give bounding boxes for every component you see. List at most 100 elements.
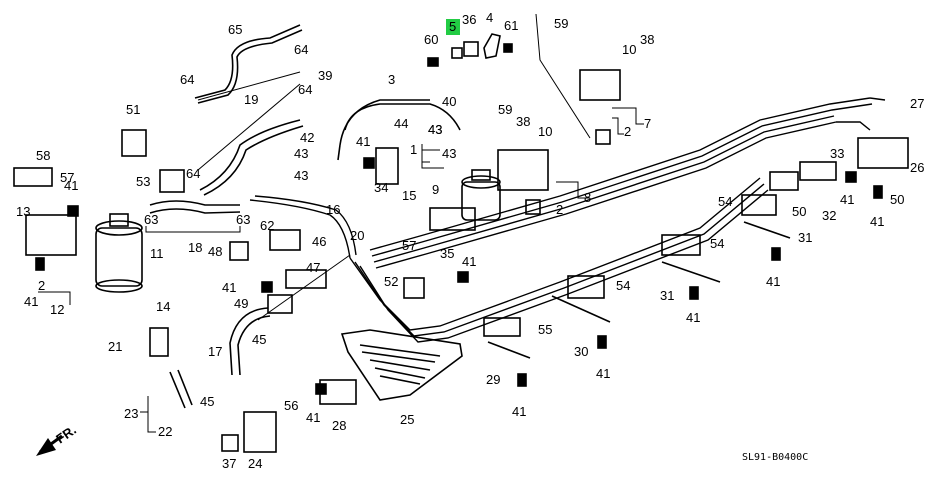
callout-60[interactable]: 60 (424, 32, 438, 47)
callout-63[interactable]: 63 (144, 212, 158, 227)
callout-43[interactable]: 43 (428, 122, 442, 137)
callout-10[interactable]: 10 (622, 42, 636, 57)
fuel-filter-1 (461, 169, 501, 221)
callout-58[interactable]: 58 (36, 148, 50, 163)
callout-12[interactable]: 12 (50, 302, 64, 317)
callout-10[interactable]: 10 (538, 124, 552, 139)
callout-22[interactable]: 22 (158, 424, 172, 439)
callout-41[interactable]: 41 (840, 192, 854, 207)
callout-24[interactable]: 24 (248, 456, 262, 471)
callout-28[interactable]: 28 (332, 418, 346, 433)
callout-20[interactable]: 20 (350, 228, 364, 243)
callout-54[interactable]: 54 (710, 236, 724, 251)
callout-61[interactable]: 61 (504, 18, 518, 33)
callout-41[interactable]: 41 (512, 404, 526, 419)
callout-57[interactable]: 57 (60, 170, 74, 185)
callout-27[interactable]: 27 (910, 96, 924, 111)
callout-50[interactable]: 50 (792, 204, 806, 219)
callout-19[interactable]: 19 (244, 92, 258, 107)
callout-3[interactable]: 3 (388, 72, 395, 87)
callout-59[interactable]: 59 (498, 102, 512, 117)
callout-43[interactable]: 43 (428, 122, 442, 137)
callout-47[interactable]: 47 (306, 260, 320, 275)
callout-38[interactable]: 38 (640, 32, 654, 47)
brackets (13, 69, 909, 453)
callout-13[interactable]: 13 (16, 204, 30, 219)
hose-19 (199, 119, 304, 196)
callout-1[interactable]: 1 (410, 142, 417, 157)
callout-64[interactable]: 64 (180, 72, 194, 87)
callout-31[interactable]: 31 (660, 288, 674, 303)
callout-50[interactable]: 50 (890, 192, 904, 207)
callout-37[interactable]: 37 (222, 456, 236, 471)
callout-15[interactable]: 15 (402, 188, 416, 203)
callout-41[interactable]: 41 (64, 178, 78, 193)
callout-2[interactable]: 2 (624, 124, 631, 139)
callout-43[interactable]: 43 (442, 146, 456, 161)
callout-21[interactable]: 21 (108, 339, 122, 354)
callout-43[interactable]: 43 (294, 146, 308, 161)
callout-2[interactable]: 2 (38, 278, 45, 293)
callout-53[interactable]: 53 (136, 174, 150, 189)
callout-25[interactable]: 25 (400, 412, 414, 427)
callout-64[interactable]: 64 (186, 166, 200, 181)
callout-63[interactable]: 63 (236, 212, 250, 227)
callout-51[interactable]: 51 (126, 102, 140, 117)
callout-56[interactable]: 56 (284, 398, 298, 413)
callout-16[interactable]: 16 (326, 202, 340, 217)
callout-14[interactable]: 14 (156, 299, 170, 314)
callout-39[interactable]: 39 (318, 68, 332, 83)
callout-41[interactable]: 41 (306, 410, 320, 425)
callout-54[interactable]: 54 (616, 278, 630, 293)
callout-8[interactable]: 8 (584, 190, 591, 205)
callout-59[interactable]: 59 (554, 16, 568, 31)
callout-54[interactable]: 54 (718, 194, 732, 209)
callout-40[interactable]: 40 (442, 94, 456, 109)
callout-38[interactable]: 38 (516, 114, 530, 129)
callout-18[interactable]: 18 (188, 240, 202, 255)
callout-45[interactable]: 45 (200, 394, 214, 409)
callout-23[interactable]: 23 (124, 406, 138, 421)
callout-57[interactable]: 57 (402, 238, 416, 253)
leader-lines (38, 71, 644, 433)
callout-65[interactable]: 65 (228, 22, 242, 37)
callout-48[interactable]: 48 (208, 244, 222, 259)
callout-30[interactable]: 30 (574, 344, 588, 359)
callout-17[interactable]: 17 (208, 344, 222, 359)
callout-41[interactable]: 41 (222, 280, 236, 295)
callout-32[interactable]: 32 (822, 208, 836, 223)
callout-41[interactable]: 41 (356, 134, 370, 149)
callout-46[interactable]: 46 (312, 234, 326, 249)
callout-2[interactable]: 2 (556, 202, 563, 217)
callout-29[interactable]: 29 (486, 372, 500, 387)
callout-31[interactable]: 31 (798, 230, 812, 245)
callout-49[interactable]: 49 (234, 296, 248, 311)
callout-42[interactable]: 42 (300, 130, 314, 145)
callout-44[interactable]: 44 (394, 116, 408, 131)
callout-35[interactable]: 35 (440, 246, 454, 261)
callout-11[interactable]: 11 (150, 246, 164, 261)
callout-33[interactable]: 33 (830, 146, 844, 161)
callout-41[interactable]: 41 (596, 366, 610, 381)
callout-64[interactable]: 64 (298, 82, 312, 97)
callout-9[interactable]: 9 (432, 182, 439, 197)
callout-43[interactable]: 43 (294, 168, 308, 183)
callout-62[interactable]: 62 (260, 218, 274, 233)
callout-45[interactable]: 45 (252, 332, 266, 347)
callout-34[interactable]: 34 (374, 180, 388, 195)
callout-41[interactable]: 41 (766, 274, 780, 289)
callout-26[interactable]: 26 (910, 160, 924, 175)
callout-41[interactable]: 41 (686, 310, 700, 325)
callout-5[interactable]: 5 (449, 19, 456, 34)
callout-7[interactable]: 7 (644, 116, 651, 131)
callout-36[interactable]: 36 (462, 12, 476, 27)
callout-55[interactable]: 55 (538, 322, 552, 337)
callout-52[interactable]: 52 (384, 274, 398, 289)
callout-41[interactable]: 41 (870, 214, 884, 229)
callout-41[interactable]: 41 (462, 254, 476, 269)
callout-64[interactable]: 64 (294, 42, 308, 57)
diagram-code: SL91-B0400C (742, 452, 808, 463)
callout-41[interactable]: 41 (24, 294, 38, 309)
callout-labels: 1222345789101011121314151617181920212223… (16, 10, 924, 471)
callout-4[interactable]: 4 (486, 10, 493, 25)
